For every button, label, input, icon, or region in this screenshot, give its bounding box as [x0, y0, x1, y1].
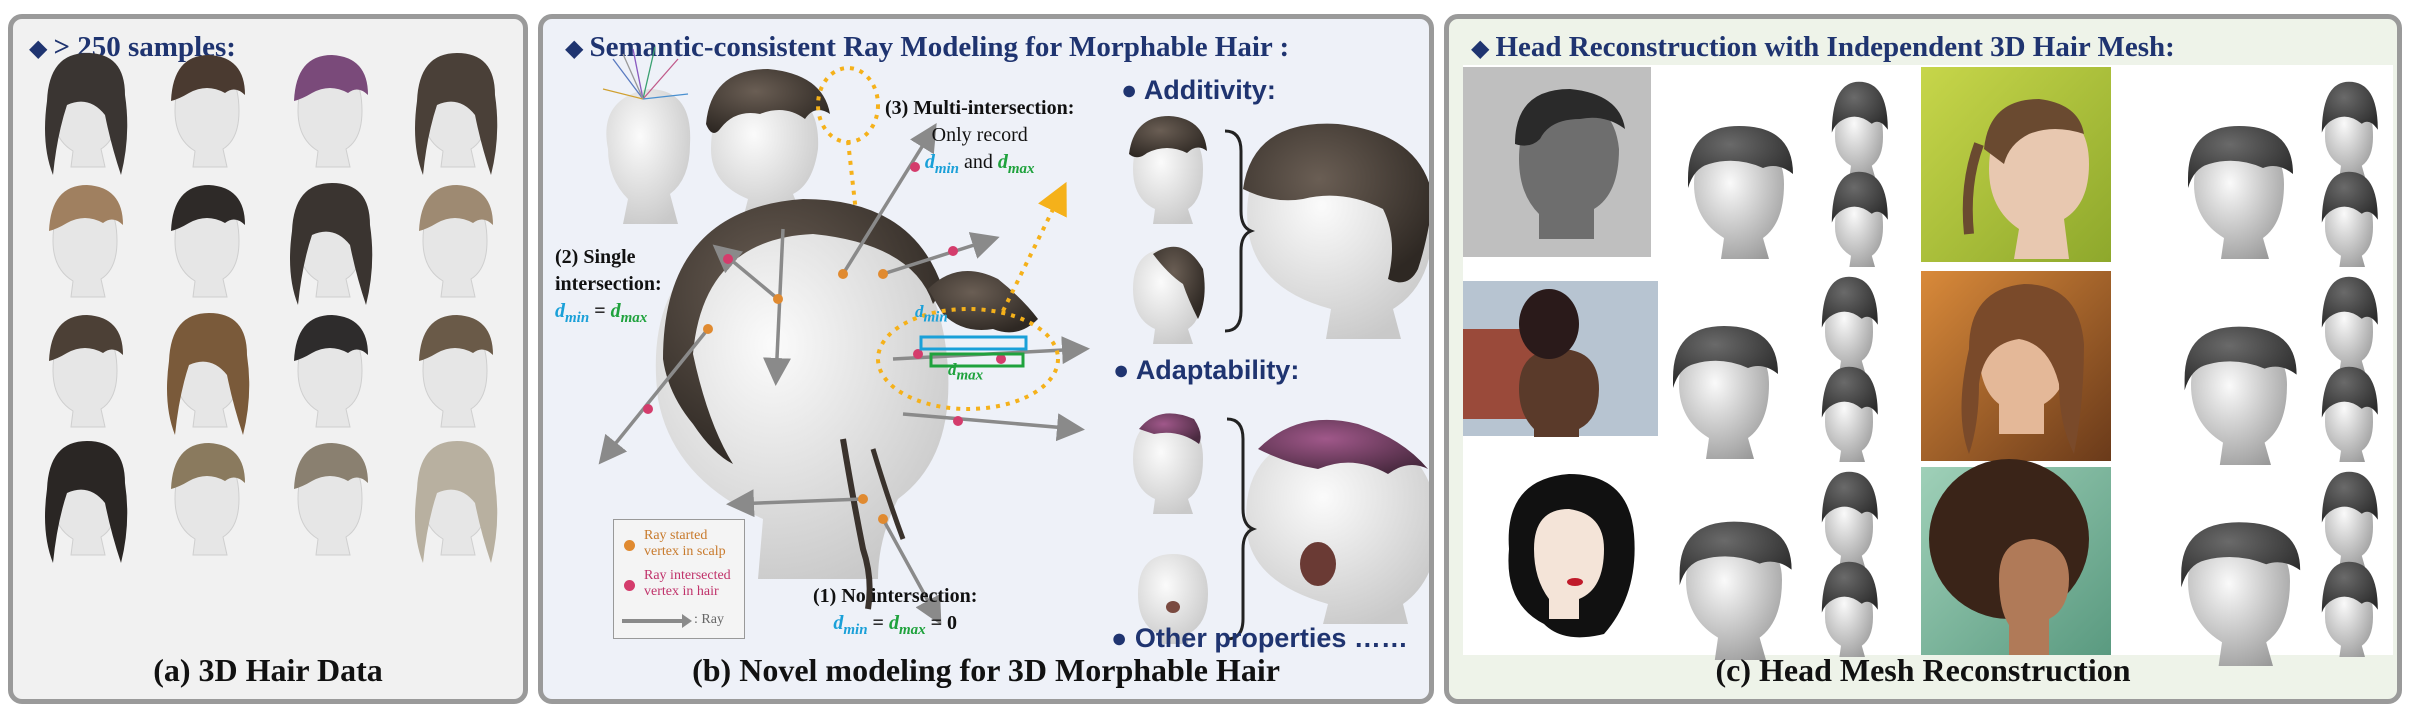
bullet-other-properties: ● Other properties ……	[1111, 623, 1408, 653]
photo-illustration	[1463, 459, 1658, 655]
hair-sample	[171, 55, 245, 168]
photo-afro	[1921, 459, 2111, 655]
panel-hair-data: ◆> 250 samples: (a) 3D Hair Data	[8, 14, 528, 704]
inset-dmax: dmax	[948, 360, 984, 384]
ray-arrows	[598, 123, 1090, 626]
adaptability-heads	[1133, 413, 1429, 644]
diamond-icon: ◆	[29, 36, 48, 62]
photo-braids	[1463, 281, 1658, 437]
hair-sample	[49, 185, 123, 298]
label-no-intersection: (1) No intersection: dmin = dmax = 0	[813, 585, 978, 638]
head-mesh-render	[1673, 326, 1778, 459]
hair-sample	[419, 315, 493, 428]
label-multi-intersection: (3) Multi-intersection: Only record dmin…	[885, 97, 1075, 177]
head-mesh-render	[2181, 522, 2301, 666]
diamond-icon: ◆	[1471, 36, 1490, 62]
central-hair-head	[655, 199, 1038, 610]
ray-arrow-icon	[622, 619, 684, 623]
hair-sample	[419, 185, 493, 298]
hair-sample	[294, 315, 368, 428]
hair-sample	[171, 443, 245, 556]
hair-sample	[294, 443, 368, 556]
inset-dmin: dmin	[915, 302, 948, 326]
head-mesh-render	[2321, 471, 2378, 567]
panel-b-caption: (b) Novel modeling for 3D Morphable Hair	[692, 652, 1280, 688]
panel-b-title: ◆Semantic-consistent Ray Modeling for Mo…	[565, 31, 1290, 63]
head-mesh-render	[1821, 561, 1878, 657]
scalp-ray-head	[602, 46, 691, 224]
hair-sample	[294, 55, 368, 168]
head-mesh-render	[1831, 171, 1888, 267]
ray-vertex-dots	[643, 162, 1006, 524]
head-mesh-render	[2188, 126, 2293, 259]
reconstruction-grid	[1463, 65, 2393, 666]
hair-sample-grid	[45, 53, 498, 563]
hair-sample	[45, 53, 128, 175]
hair-head-top	[706, 69, 830, 219]
head-mesh-render	[2321, 171, 2378, 267]
head-mesh-render	[1821, 366, 1878, 462]
head-mesh-render	[1821, 471, 1878, 567]
panel-a-caption: (a) 3D Hair Data	[153, 652, 383, 688]
head-mesh-render	[2321, 81, 2378, 177]
panel-c-title: ◆Head Reconstruction with Independent 3D…	[1471, 31, 2175, 63]
head-mesh-render	[1688, 126, 1793, 259]
hair-sample	[45, 441, 128, 563]
head-mesh-render	[1821, 276, 1878, 372]
head-mesh-render	[1679, 521, 1792, 660]
scalp-dot-icon	[624, 540, 635, 551]
hair-sample	[290, 183, 373, 305]
panel-c-caption: (c) Head Mesh Reconstruction	[1715, 652, 2131, 688]
head-mesh-render	[1831, 81, 1888, 177]
hair-sample	[167, 313, 250, 435]
head-mesh-render	[2321, 366, 2378, 462]
panel-head-reconstruction: ◆Head Reconstruction with Independent 3D…	[1444, 14, 2402, 704]
head-mesh-render	[2184, 326, 2297, 465]
head-mesh-render	[2321, 276, 2378, 372]
photo-ponytail	[1921, 67, 2111, 262]
head-mesh-render	[2321, 561, 2378, 657]
bullet-additivity: ● Additivity:	[1121, 75, 1276, 105]
hair-sample	[49, 315, 123, 428]
hair-sample	[415, 441, 498, 563]
hair-sample	[171, 185, 245, 298]
photo-woman-warm	[1921, 271, 2111, 461]
ray-diagram	[598, 46, 1429, 644]
ray-arrow-head	[682, 614, 692, 628]
label-single-intersection: (2) Single intersection: dmin = dmax	[555, 246, 662, 326]
bullet-adaptability: ● Adaptability:	[1113, 355, 1300, 385]
hair-sample	[415, 53, 498, 175]
additivity-heads	[1129, 116, 1429, 344]
photo-man	[1463, 67, 1651, 257]
hair-dot-icon	[624, 580, 635, 591]
panel-ray-modeling: ◆Semantic-consistent Ray Modeling for Mo…	[538, 14, 1434, 704]
diamond-icon: ◆	[565, 36, 584, 62]
